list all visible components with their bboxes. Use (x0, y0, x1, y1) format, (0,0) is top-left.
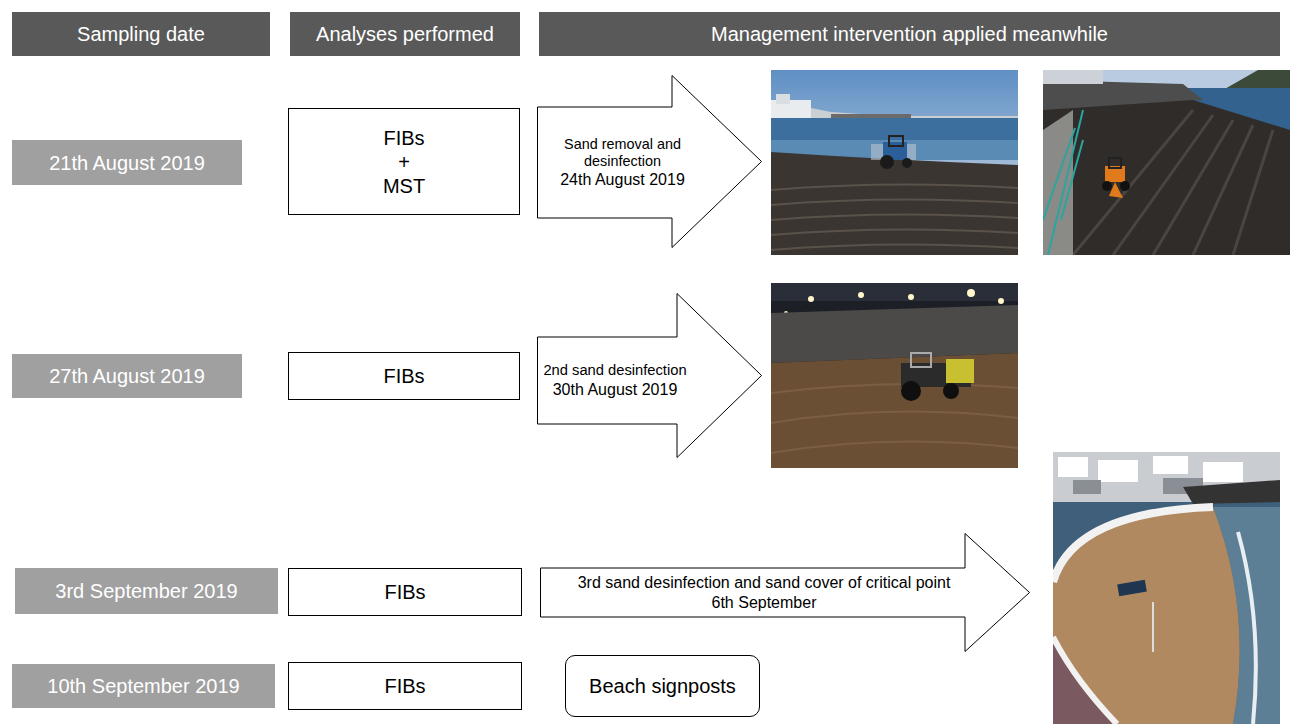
node-text: 27th August 2019 (49, 364, 205, 388)
node-text: 2nd sand desinfection (543, 362, 686, 380)
column-header: Sampling date (12, 12, 270, 56)
intervention-arrow: Sand removal and desinfection24th August… (537, 75, 762, 248)
beach-photo-night-desinfection (771, 283, 1018, 468)
arrow-text-area: 2nd sand desinfection30th August 2019 (540, 337, 690, 424)
node-text: Beach signposts (589, 674, 736, 698)
node-date: 30th August 2019 (553, 380, 678, 399)
beach-photo-sand-removal (771, 70, 1018, 255)
arrow-outline (538, 76, 762, 248)
arrow-outline (541, 534, 1030, 652)
node-text: Sampling date (77, 22, 205, 46)
beach-photo-excavator (1043, 70, 1290, 255)
column-header: Analyses performed (290, 12, 520, 56)
node-text: Management intervention applied meanwhil… (711, 22, 1108, 46)
node-text: 10th September 2019 (47, 674, 239, 698)
beach-aerial-photo (1053, 452, 1280, 724)
arrow-text-area: 3rd sand desinfection and sand cover of … (544, 568, 984, 617)
date-bar: 10th September 2019 (12, 664, 275, 708)
node-text: FIBs (384, 580, 425, 604)
arrow-outline (538, 294, 762, 458)
analysis-box: FIBs (288, 568, 522, 616)
analysis-box: FIBs (288, 352, 520, 400)
intervention-arrow: 2nd sand desinfection30th August 2019 (537, 293, 762, 458)
node-text: FIBs + MST (383, 126, 425, 198)
node-text: 3rd sand desinfection and sand cover of … (578, 573, 951, 592)
date-bar: 27th August 2019 (12, 354, 242, 398)
analysis-box: FIBs (288, 662, 522, 710)
date-bar: 21th August 2019 (12, 140, 242, 185)
node-text: Sand removal and desinfection (540, 136, 705, 171)
intervention-arrow: 3rd sand desinfection and sand cover of … (540, 533, 1030, 652)
date-bar: 3rd September 2019 (15, 568, 278, 614)
node-text: 3rd September 2019 (55, 579, 237, 603)
column-header: Management intervention applied meanwhil… (539, 12, 1280, 56)
node-date: 6th September (712, 593, 817, 612)
node-text: FIBs (383, 364, 424, 388)
arrow-text-area: Sand removal and desinfection24th August… (540, 107, 705, 218)
node-text: 21th August 2019 (49, 151, 205, 175)
node-text: FIBs (384, 674, 425, 698)
signpost-box: Beach signposts (565, 655, 760, 717)
node-date: 24th August 2019 (560, 170, 685, 189)
arrow-shape (540, 533, 1030, 652)
analysis-box: FIBs + MST (288, 108, 520, 215)
node-text: Analyses performed (316, 22, 494, 46)
